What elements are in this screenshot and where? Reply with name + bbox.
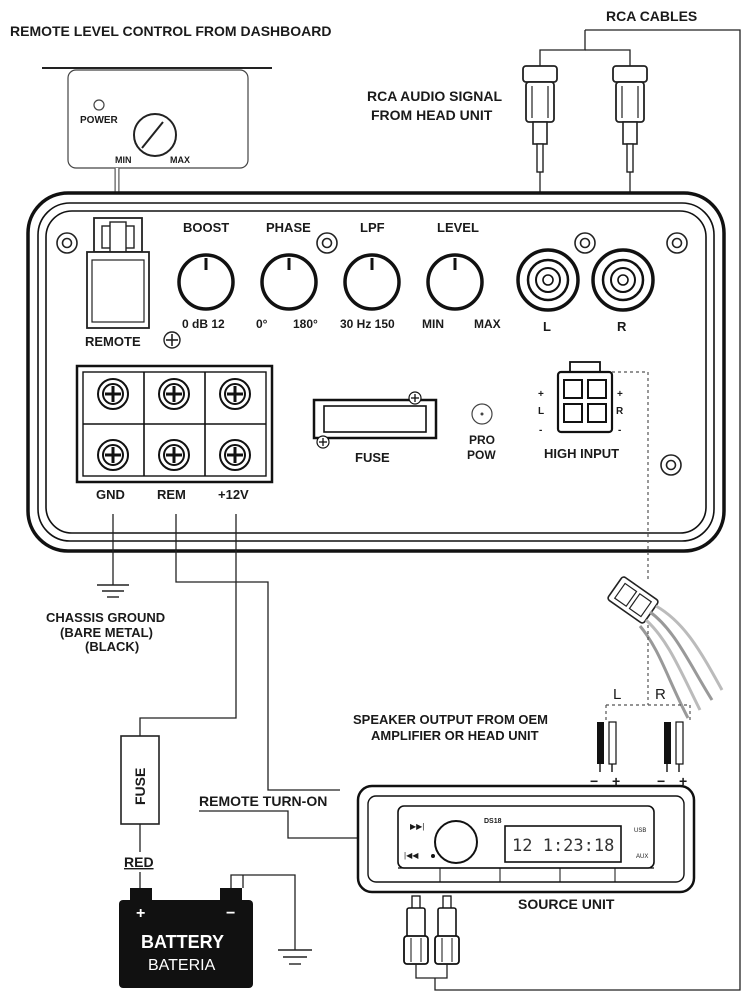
next-track-icon: ▶▶| [410,822,424,831]
speaker-output-line2: AMPLIFIER OR HEAD UNIT [371,728,539,743]
bateria-label: BATERIA [148,957,216,974]
rca-plug-right [612,65,648,173]
speaker-l-label: L [613,686,621,703]
source-usb: USB [634,828,646,834]
hi-right-plus: + [617,389,623,400]
rca-cables-label: RCA CABLES [606,8,697,24]
source-display [504,825,622,863]
prev-track-icon: |◀◀ [404,851,419,860]
remote-control-title: REMOTE LEVEL CONTROL FROM DASHBOARD [10,23,332,39]
high-input-connector [556,361,614,434]
terminal-screw-icons [97,378,251,471]
source-display-time: 12 1:23:18 [512,836,614,856]
speaker-leads-left [597,721,617,772]
remote-level-knob [133,113,177,157]
panel-screw-icons [56,232,688,476]
remote-turn-on-lead [199,810,360,839]
chassis-ground-line2: (BARE METAL) [60,625,153,640]
level-min-label: MIN [422,317,444,331]
rca-jack-left-label: L [543,319,551,334]
rca-audio-label-line1: RCA AUDIO SIGNAL [367,88,503,104]
source-volume-knob [434,820,478,864]
hi-right-r: R [616,406,624,417]
lpf-knob [343,253,401,311]
rem-label: REM [157,487,186,502]
boost-label: BOOST [183,220,229,235]
chassis-ground-line1: CHASSIS GROUND [46,610,165,625]
source-unit [356,784,696,894]
panel-fuse-label: FUSE [355,450,390,465]
source-rca-plugs [403,895,460,979]
phase-label: PHASE [266,220,311,235]
red-wire-label: RED [124,854,154,870]
hi-left-minus: - [539,425,542,436]
left-plus-label: + [612,773,620,789]
hi-left-plus: + [538,389,544,400]
boost-range-label: 0 dB 12 [182,317,225,331]
hi-left-l: L [538,406,544,417]
speaker-leads-right [664,721,684,772]
rca-cable-run [434,29,741,991]
high-input-harness-plug [607,576,724,719]
level-max-label: MAX [474,317,501,331]
phase-max-label: 180° [293,317,318,331]
inline-fuse [120,735,160,825]
battery-label: BATTERY [141,932,224,952]
right-minus-label: − [657,773,665,789]
high-input-label: HIGH INPUT [544,446,619,461]
battery-ground-icon [278,949,312,965]
source-unit-label: SOURCE UNIT [518,896,615,912]
chassis-ground-icon [97,584,129,598]
lpf-label: LPF [360,220,385,235]
plus12v-label: +12V [218,487,249,502]
battery-icon [119,874,296,988]
pro-label: PRO [469,433,495,447]
pow-label: POW [467,448,496,462]
source-aux: AUX [636,854,648,860]
level-knob [426,253,484,311]
remote-min-label: MIN [115,155,132,165]
gnd-label: GND [96,487,125,502]
speaker-r-label: R [655,686,666,703]
rca-jack-left [516,248,580,312]
rca-jack-right-label: R [617,319,627,334]
hi-right-minus: - [618,425,621,436]
ground-screw-icon [163,331,181,349]
rca-plug-left [522,65,558,173]
chassis-ground-line3: (BLACK) [85,639,139,654]
phase-knob [260,253,318,311]
remote-port [86,217,150,329]
rca-audio-label-line2: FROM HEAD UNIT [371,107,493,123]
plus12v-wire [139,514,237,736]
boost-knob [177,253,235,311]
high-input-dashed-line [612,371,649,582]
inline-fuse-label: FUSE [132,768,148,805]
lpf-range-label: 30 Hz 150 [340,317,395,331]
rem-wire [175,514,340,791]
rca-jack-right [591,248,655,312]
power-led-icon [93,99,105,111]
left-minus-label: − [590,773,598,789]
remote-max-label: MAX [170,155,190,165]
rca-split-right [585,49,631,68]
speaker-output-line1: SPEAKER OUTPUT FROM OEM [353,712,548,727]
rca-split-left [539,30,586,68]
battery-minus: − [226,905,235,922]
panel-fuse [312,391,438,449]
right-plus-label: + [679,773,687,789]
level-label: LEVEL [437,220,479,235]
power-label: POWER [80,115,119,126]
remote-level-control: POWER MIN MAX [67,69,249,169]
source-brand: DS18 [484,818,502,825]
battery-plus: + [136,905,145,922]
phase-min-label: 0° [256,317,268,331]
remote-turn-on-label: REMOTE TURN-ON [199,793,327,809]
remote-port-label: REMOTE [85,334,141,349]
